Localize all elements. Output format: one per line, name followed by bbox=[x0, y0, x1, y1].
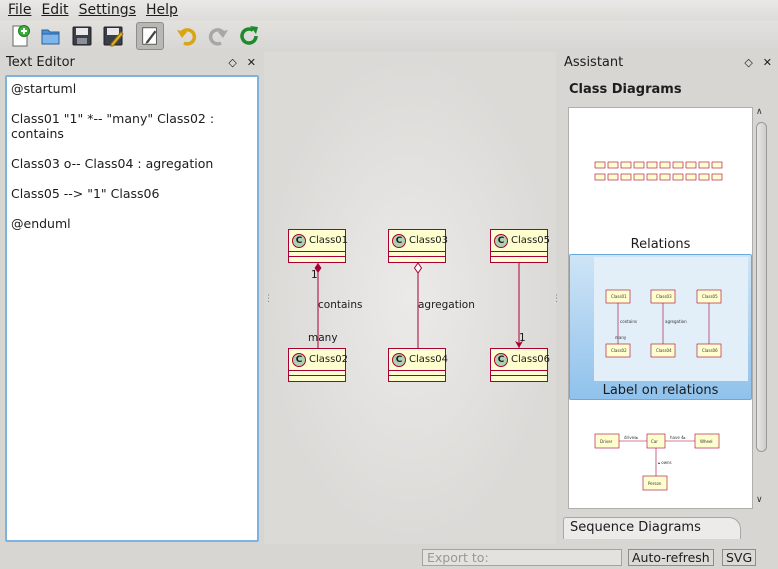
scroll-up-icon[interactable]: ∧ bbox=[756, 107, 763, 117]
preview-class-name: Class04 bbox=[656, 348, 672, 353]
left-splitter-handle[interactable]: ⋮ bbox=[264, 294, 273, 304]
label-on-relations-preview: Class01 Class03 Class05 Class02 Class04 … bbox=[594, 257, 748, 381]
preview-class-name: Class01 bbox=[611, 294, 627, 299]
tab-sequence-diagrams[interactable]: Sequence Diagrams bbox=[563, 517, 741, 539]
text-editor-area[interactable]: @startuml Class01 "1" *-- "many" Class02… bbox=[5, 75, 259, 542]
save-icon bbox=[72, 26, 92, 46]
undo-icon bbox=[177, 28, 197, 46]
class-icon: C bbox=[392, 233, 406, 248]
relations-preview bbox=[594, 161, 723, 181]
composition-diamond bbox=[314, 263, 322, 273]
aggregation-diamond bbox=[413, 262, 423, 274]
toolbar bbox=[0, 21, 778, 51]
menu-settings[interactable]: Settings bbox=[78, 2, 136, 18]
menu-file[interactable]: File bbox=[8, 2, 32, 18]
assistant-list[interactable]: Relations Class01 Class03 Class05 Class0… bbox=[568, 107, 753, 509]
status-bar: Export to: Auto-refresh SVG bbox=[0, 546, 778, 569]
close-icon[interactable]: ✕ bbox=[762, 55, 772, 69]
save-as-button[interactable] bbox=[99, 22, 127, 50]
preview-relation-label: ▴ owns bbox=[658, 460, 672, 465]
relations-svg bbox=[314, 262, 523, 348]
new-document-icon bbox=[12, 25, 30, 47]
label-on-relations-item[interactable]: Class01 Class03 Class05 Class02 Class04 … bbox=[569, 254, 752, 400]
edit-mode-button[interactable] bbox=[136, 22, 164, 50]
class-name: Class05 bbox=[511, 235, 551, 246]
assistant-heading: Class Diagrams bbox=[569, 82, 682, 97]
assistant-titlebar: Assistant ◇ ✕ bbox=[558, 52, 778, 72]
preview-class-name: Class05 bbox=[702, 294, 718, 299]
new-document-button[interactable] bbox=[6, 22, 34, 50]
class-icon: C bbox=[494, 352, 508, 367]
class-icon: C bbox=[494, 233, 508, 248]
close-icon[interactable]: ✕ bbox=[246, 55, 256, 69]
export-input[interactable]: Export to: bbox=[422, 549, 622, 566]
preview-class-name: Wheel bbox=[700, 439, 713, 444]
class-name: Class04 bbox=[409, 354, 449, 365]
association-arrowhead bbox=[515, 341, 523, 348]
preview-relation-label: contains bbox=[620, 319, 637, 324]
preview-class-name: Class02 bbox=[611, 348, 627, 353]
class-icon: C bbox=[292, 233, 306, 248]
preview-class-name: Car bbox=[651, 439, 658, 444]
menu-bar: File Edit Settings Help bbox=[0, 0, 778, 21]
scroll-thumb[interactable] bbox=[756, 122, 767, 452]
undo-button[interactable] bbox=[173, 22, 201, 50]
preview-class-name: Driver bbox=[600, 439, 613, 444]
text-editor-dock: Text Editor ◇ ✕ @startuml Class01 "1" *-… bbox=[0, 52, 262, 544]
menu-help[interactable]: Help bbox=[145, 2, 178, 18]
edit-pencil-icon bbox=[142, 27, 157, 45]
preview-multiplicity: many bbox=[615, 335, 627, 340]
multiplicity-label: many bbox=[308, 332, 338, 344]
relations-item[interactable]: Relations bbox=[630, 237, 691, 252]
assistant-scrollbar[interactable]: ∧ ∨ bbox=[755, 107, 769, 509]
class-name: Class06 bbox=[511, 354, 551, 365]
preview-relation-label: drives▸ bbox=[624, 435, 638, 440]
assistant-title: Assistant bbox=[564, 54, 624, 70]
relation-label: agregation bbox=[418, 299, 475, 311]
label-on-relations-label: Label on relations bbox=[602, 383, 719, 398]
preview-relation-label: have 4▸ bbox=[670, 435, 686, 440]
redo-icon bbox=[208, 28, 228, 46]
redo-button[interactable] bbox=[204, 22, 232, 50]
auto-refresh-button[interactable]: Auto-refresh bbox=[628, 549, 714, 566]
menu-edit[interactable]: Edit bbox=[41, 2, 69, 18]
preview-class-name: Class03 bbox=[656, 294, 672, 299]
assistant-dock: Assistant ◇ ✕ Class Diagrams Relations bbox=[558, 52, 778, 544]
open-folder-icon bbox=[41, 29, 60, 45]
preview-class-name: Class06 bbox=[702, 348, 718, 353]
float-icon[interactable]: ◇ bbox=[744, 55, 753, 69]
class-name: Class02 bbox=[309, 354, 349, 365]
relation-label: contains bbox=[318, 299, 363, 311]
class-name: Class01 bbox=[309, 235, 349, 246]
open-button[interactable] bbox=[37, 22, 65, 50]
text-editor-titlebar: Text Editor ◇ ✕ bbox=[0, 52, 262, 72]
text-editor-title: Text Editor bbox=[6, 54, 75, 70]
class-icon: C bbox=[292, 352, 306, 367]
save-button[interactable] bbox=[68, 22, 96, 50]
preview-class-name: Person bbox=[648, 481, 662, 486]
right-splitter-handle[interactable]: ⋮ bbox=[552, 294, 561, 304]
class-icon: C bbox=[392, 352, 406, 367]
save-as-icon bbox=[103, 26, 124, 47]
preview-relation-label: agregation bbox=[665, 319, 687, 324]
refresh-button[interactable] bbox=[235, 22, 263, 50]
car-example-preview: Driver Car Wheel Person drives▸ have 4▸ … bbox=[594, 433, 720, 491]
multiplicity-label: 1 bbox=[519, 332, 526, 344]
float-icon[interactable]: ◇ bbox=[228, 55, 237, 69]
multiplicity-label: 1 bbox=[311, 269, 318, 281]
refresh-icon bbox=[240, 26, 258, 45]
scroll-down-icon[interactable]: ∨ bbox=[756, 495, 763, 505]
svg-button[interactable]: SVG bbox=[722, 549, 757, 566]
class-name: Class03 bbox=[409, 235, 449, 246]
